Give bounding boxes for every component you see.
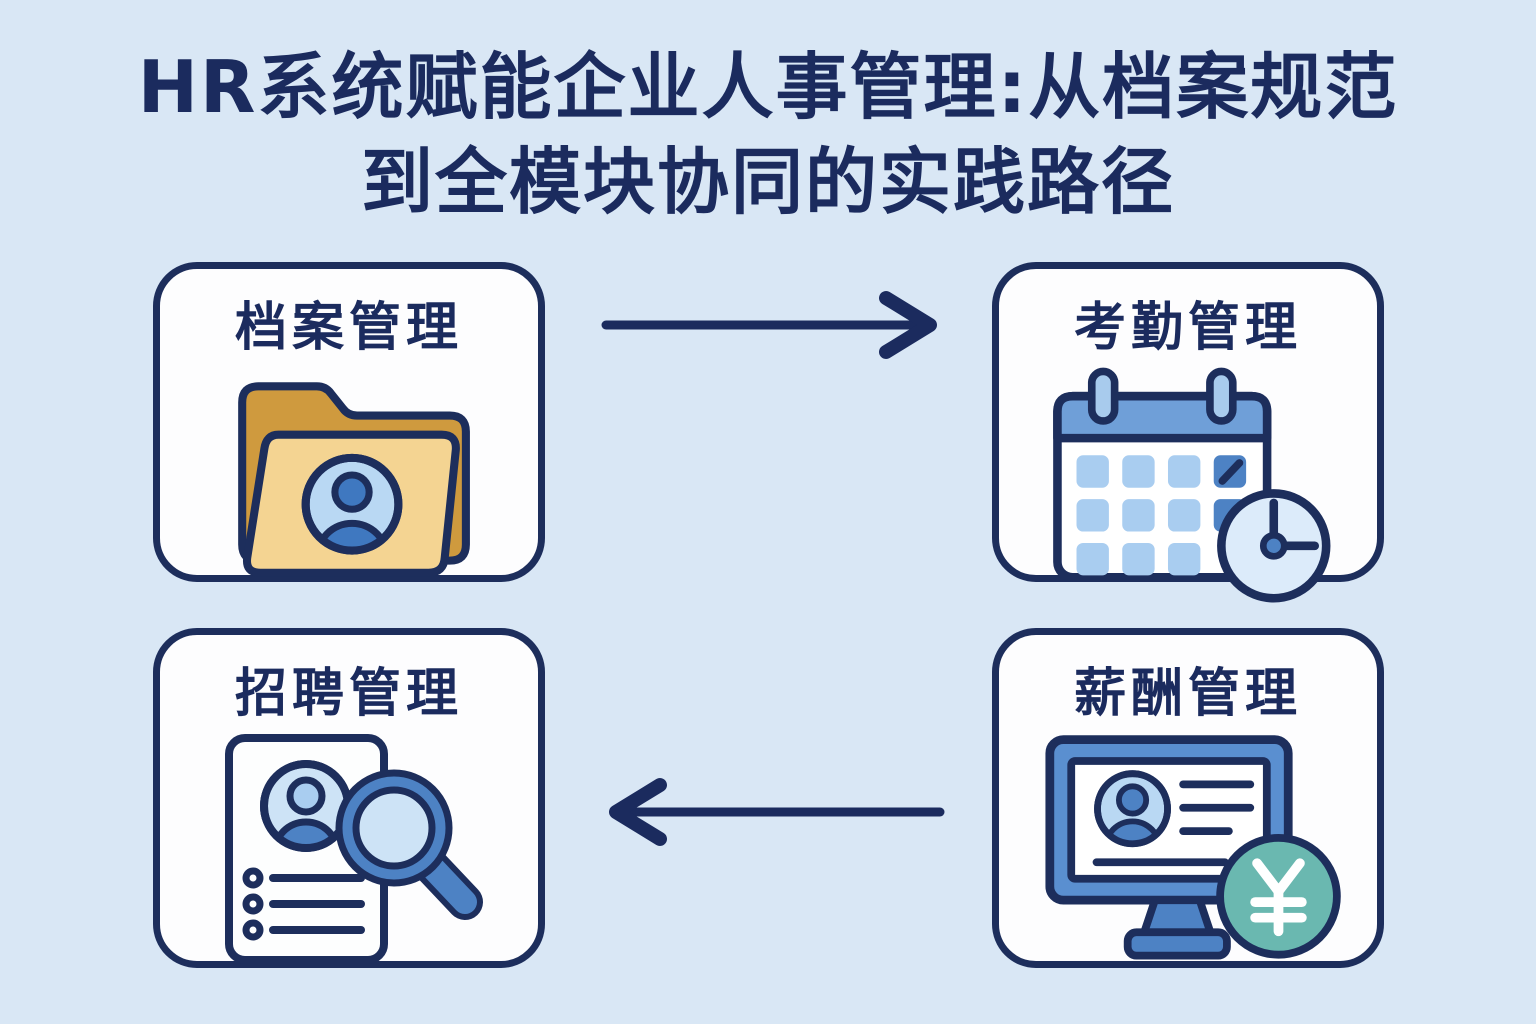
calendar-clock-icon <box>1053 367 1331 603</box>
card-archive-management: 档案管理 <box>153 262 545 582</box>
page-title: HR系统赋能企业人事管理:从档案规范 到全模块协同的实践路径 <box>0 40 1536 230</box>
card-recruitment-management: 招聘管理 <box>153 628 545 968</box>
page-title-line1: HR系统赋能企业人事管理:从档案规范 <box>137 45 1399 129</box>
card-archive-icon-wrap <box>218 360 480 592</box>
card-compensation-icon-wrap <box>1032 726 1344 979</box>
yuan-symbol <box>1250 858 1307 937</box>
arrow-left-icon <box>609 778 945 846</box>
card-compensation-management: 薪酬管理 <box>992 628 1384 968</box>
folder-user-icon <box>238 382 470 577</box>
arrow-right-icon <box>601 291 937 359</box>
resume-magnifier-icon <box>225 734 483 964</box>
card-recruitment-label: 招聘管理 <box>234 664 463 724</box>
card-recruitment-icon-wrap <box>209 726 489 976</box>
monitor-yuan-icon <box>1045 735 1341 960</box>
card-compensation-label: 薪酬管理 <box>1073 664 1302 724</box>
card-attendance-management: 考勤管理 <box>992 262 1384 603</box>
card-attendance-icon-wrap <box>1040 360 1336 603</box>
card-attendance-label: 考勤管理 <box>1073 298 1302 358</box>
card-archive-label: 档案管理 <box>234 298 463 358</box>
page-title-line2: 到全模块协同的实践路径 <box>360 140 1175 225</box>
